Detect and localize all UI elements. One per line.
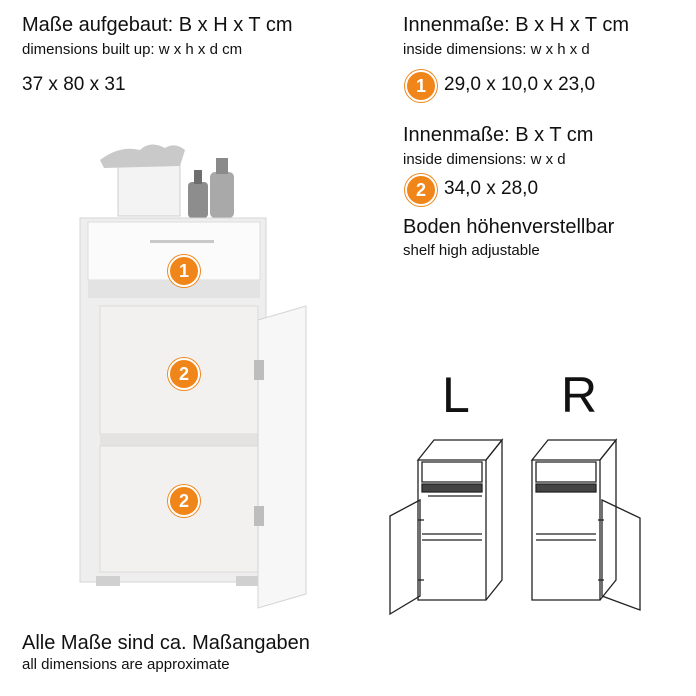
footer-subheading: all dimensions are approximate — [22, 656, 230, 673]
decor-items — [100, 144, 234, 218]
built-dimensions-subheading: dimensions built up: w x h x d cm — [22, 41, 243, 58]
variant-left-label: L — [442, 367, 470, 423]
inside-dimensions-value-2: 34,0 x 28,0 — [444, 178, 539, 199]
built-dimensions-value: 37 x 80 x 31 — [22, 74, 126, 95]
shelf-adjustable-heading: Boden höhenverstellbar — [403, 216, 615, 238]
inside-dimensions-value-1: 29,0 x 10,0 x 23,0 — [444, 74, 596, 95]
badge-2: 2 — [405, 174, 437, 206]
inside-dimensions-subheading-1: inside dimensions: w x h x d — [403, 41, 590, 58]
footer-heading: Alle Maße sind ca. Maßangaben — [22, 632, 310, 654]
photo-badge-shelf-upper: 2 — [168, 358, 200, 390]
variant-right-drawing — [530, 438, 641, 611]
inside-dimensions-subheading-2: inside dimensions: w x d — [403, 151, 566, 168]
built-dimensions-heading: Maße aufgebaut: B x H x T cm — [22, 14, 293, 36]
variant-right-label: R — [561, 367, 598, 423]
photo-badge-drawer: 1 — [168, 255, 200, 287]
photo-badge-shelf-lower: 2 — [168, 485, 200, 517]
badge-1: 1 — [405, 70, 437, 102]
shelf-adjustable-subheading: shelf high adjustable — [403, 242, 540, 259]
cabinet-door — [254, 305, 307, 609]
variant-left-drawing — [389, 438, 504, 616]
inside-dimensions-heading-2: Innenmaße: B x T cm — [403, 124, 594, 146]
inside-dimensions-heading-1: Innenmaße: B x H x T cm — [403, 14, 630, 36]
